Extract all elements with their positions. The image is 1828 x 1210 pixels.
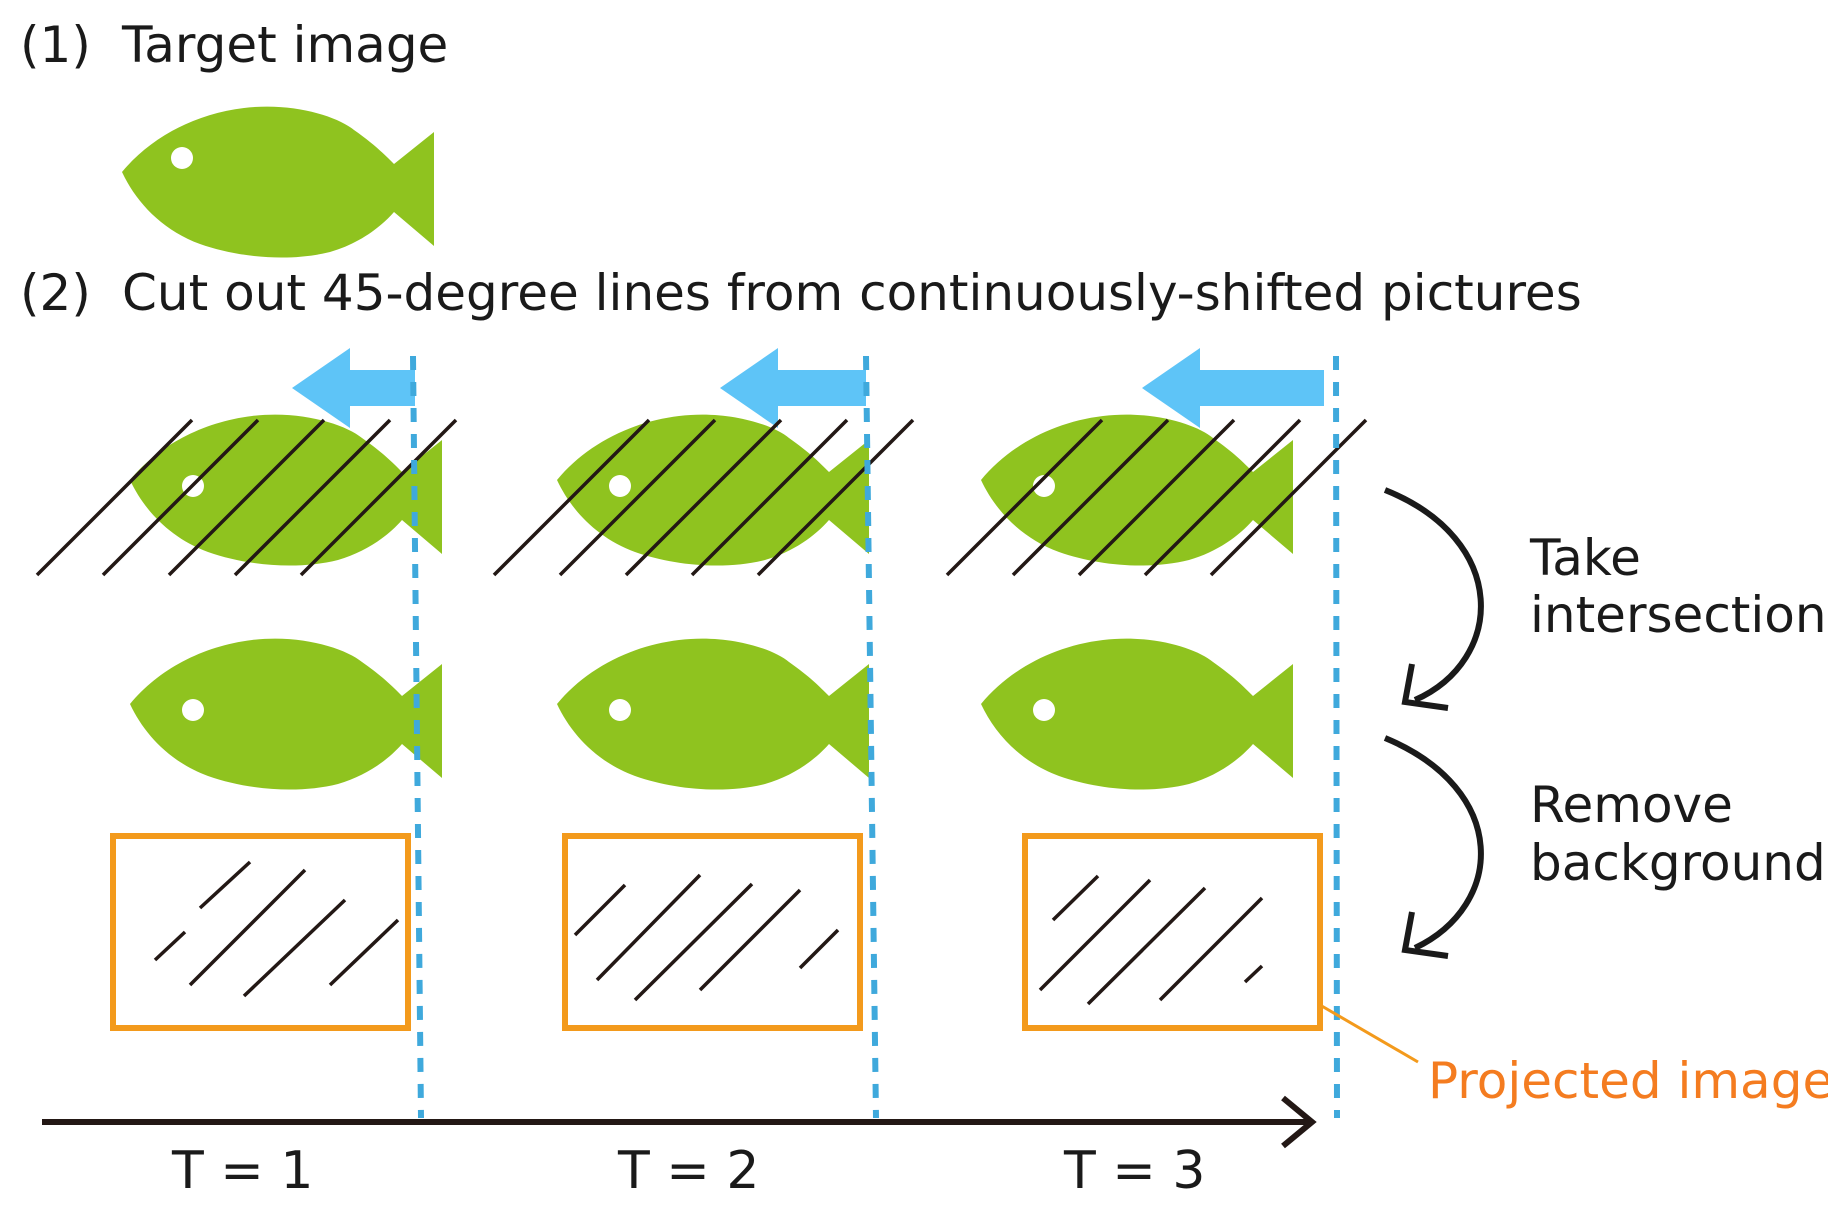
step1-label: Target image xyxy=(121,16,448,74)
fish-row1-t3 xyxy=(945,414,1368,577)
target-fish-icon xyxy=(122,106,434,258)
dashed-marker-1 xyxy=(410,355,424,1119)
step2-number: (2) xyxy=(20,264,91,322)
projected-frame-t3 xyxy=(1022,833,1323,1031)
dashed-markers xyxy=(410,355,1340,1119)
shift-arrow-icon-3 xyxy=(1142,348,1324,428)
time-label-1: T = 1 xyxy=(171,1141,313,1201)
time-axis xyxy=(42,1095,1317,1149)
remove-label-line1: Remove xyxy=(1530,776,1733,834)
step1-number: (1) xyxy=(20,16,91,74)
shift-arrow-icon-2 xyxy=(720,348,866,428)
projected-frame-t1 xyxy=(110,833,411,1031)
projected-leader-line xyxy=(1319,1003,1419,1064)
projected-image-label: Projected image xyxy=(1428,1052,1828,1110)
fish-row2-t2 xyxy=(557,638,869,790)
fish-row1-t1 xyxy=(35,414,458,577)
time-label-3: T = 3 xyxy=(1063,1141,1205,1201)
time-label-2: T = 2 xyxy=(617,1141,759,1201)
take-intersection-arrow-icon xyxy=(1383,487,1484,711)
fish-row2-t3 xyxy=(981,638,1293,790)
dashed-marker-3 xyxy=(1333,355,1340,1119)
fish-row2-t1 xyxy=(130,638,442,790)
remove-label-line2: background xyxy=(1530,834,1826,892)
step2-label: Cut out 45-degree lines from continuousl… xyxy=(122,264,1582,322)
fish-row1-t2 xyxy=(492,414,915,577)
take-label-line2: intersection xyxy=(1530,586,1827,644)
dashed-marker-2 xyxy=(863,355,879,1119)
take-label-line1: Take xyxy=(1529,529,1641,587)
projected-frame-t2 xyxy=(562,833,863,1031)
remove-background-arrow-icon xyxy=(1383,735,1484,959)
shift-arrow-icon-1 xyxy=(292,348,415,428)
